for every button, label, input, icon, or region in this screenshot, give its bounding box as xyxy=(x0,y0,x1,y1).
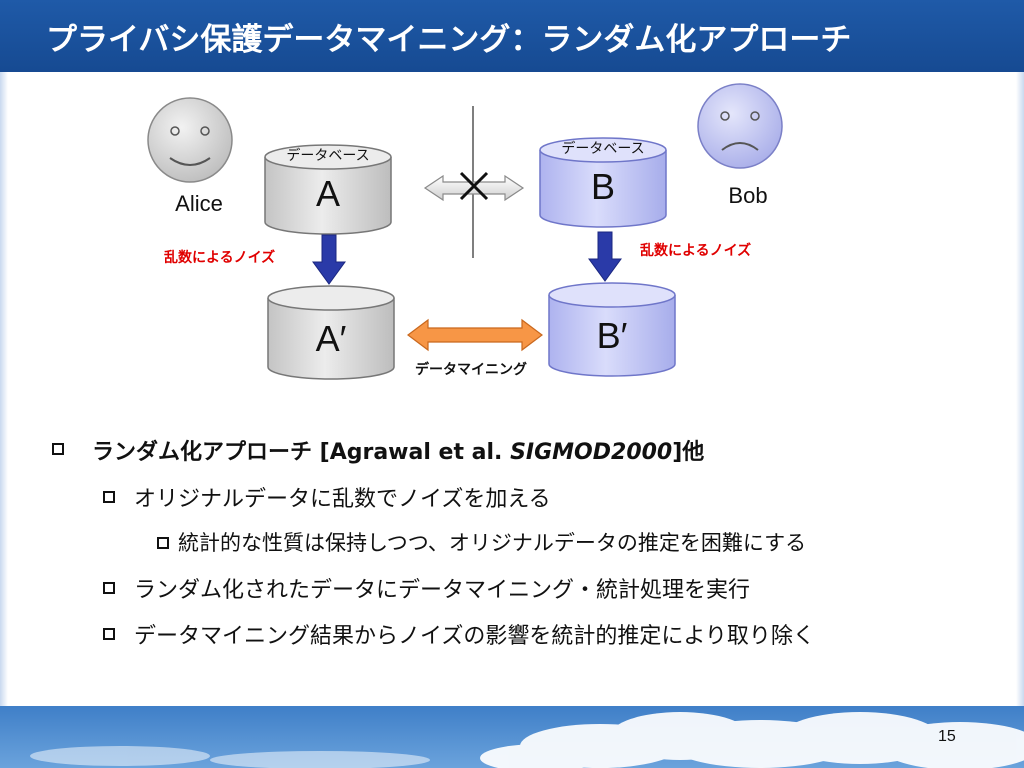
noise-label-left: 乱数によるノイズ xyxy=(164,249,275,266)
bob-face-icon xyxy=(697,83,783,169)
left-edge-decoration xyxy=(0,72,8,712)
alice-face-icon xyxy=(147,97,233,183)
right-edge-decoration xyxy=(1016,72,1024,712)
bullet-main-text: ランダム化アプローチ [Agrawal et al. xyxy=(92,440,511,465)
bullet-main-suffix: ]他 xyxy=(672,440,705,465)
bullet-main: ランダム化アプローチ [Agrawal et al. SIGMOD2000]他 xyxy=(92,434,704,466)
db-caption-b: データベース xyxy=(561,140,644,157)
mining-arrow xyxy=(407,318,543,352)
noise-arrow-left xyxy=(312,234,346,285)
bullet-square-icon xyxy=(157,537,169,549)
alice-label: Alice xyxy=(175,191,223,216)
database-b-prime xyxy=(548,282,676,377)
noise-arrow-right xyxy=(588,231,622,282)
cross-mark-icon xyxy=(459,171,489,201)
db-b-prime-label: B′ xyxy=(597,315,628,356)
noise-label-right: 乱数によるノイズ xyxy=(640,242,751,259)
bullet-square-icon xyxy=(52,443,64,455)
bullet-sub-1-1: 統計的な性質は保持しつつ、オリジナルデータの推定を困難にする xyxy=(178,531,807,555)
bullet-main-venue: SIGMOD2000 xyxy=(510,440,673,465)
page-number: 15 xyxy=(938,728,956,745)
db-caption-a: データベース xyxy=(286,147,369,164)
bullet-square-icon xyxy=(103,582,115,594)
db-a-label: A xyxy=(316,173,340,214)
database-a xyxy=(264,144,392,235)
bullet-square-icon xyxy=(103,628,115,640)
bullet-square-icon xyxy=(103,491,115,503)
sky-footer-image xyxy=(0,706,1024,768)
bob-label: Bob xyxy=(728,183,767,208)
db-b-label: B xyxy=(591,166,615,207)
bullet-sub-3: データマイニング結果からノイズの影響を統計的推定により取り除く xyxy=(134,624,815,649)
privacy-diagram: Alice Bob データベース A データベース B 乱数によるノイズ 乱数に… xyxy=(147,83,783,380)
title-bar: プライバシ保護データマイニング：ランダム化アプローチ xyxy=(0,0,1024,72)
slide-title: プライバシ保護データマイニング：ランダム化アプローチ xyxy=(46,22,852,58)
mining-label: データマイニング xyxy=(415,361,527,378)
bullet-sub-1: オリジナルデータに乱数でノイズを加える xyxy=(134,487,551,512)
database-a-prime xyxy=(267,285,395,380)
bullet-sub-2: ランダム化されたデータにデータマイニング・統計処理を実行 xyxy=(134,578,751,603)
database-b xyxy=(539,137,667,228)
db-a-prime-label: A′ xyxy=(316,318,347,359)
